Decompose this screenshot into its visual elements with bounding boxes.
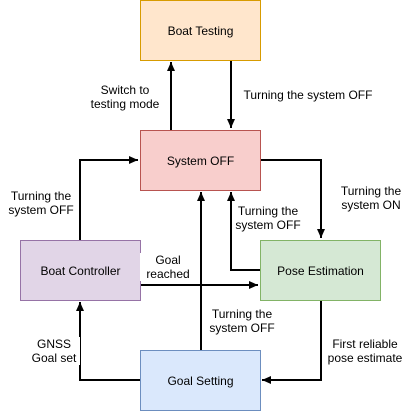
node-system-off-label: System OFF — [166, 153, 235, 168]
label-line: reached — [146, 267, 190, 281]
edge-off-to-pose — [260, 159, 325, 238]
label-line: Turning the system OFF — [243, 88, 373, 102]
label-line: system OFF — [8, 203, 74, 217]
label-line: system OFF — [235, 218, 301, 232]
node-pose-estimation-label: Pose Estimation — [277, 263, 364, 278]
label-line: Turning the — [237, 204, 299, 218]
label-pose-to-goal: First reliable pose estimate — [324, 337, 406, 365]
node-pose-estimation[interactable]: Pose Estimation — [260, 240, 381, 301]
label-line: system ON — [341, 198, 401, 212]
label-line: Turning the — [211, 307, 273, 321]
edge-pose-to-goal — [262, 300, 322, 384]
label-controller-to-pose: Goal reached — [140, 253, 196, 281]
label-line: GNSS — [36, 337, 71, 351]
label-off-to-pose: Turning the system ON — [335, 184, 407, 212]
label-goal-to-controller: GNSS Goal set — [28, 337, 80, 365]
node-goal-setting-label: Goal Setting — [167, 373, 234, 388]
label-testing-to-off: Turning the system OFF — [240, 88, 376, 102]
node-goal-setting[interactable]: Goal Setting — [140, 350, 261, 411]
label-line: Goal — [155, 253, 181, 267]
label-line: testing mode — [90, 97, 160, 111]
label-line: Switch to — [100, 83, 150, 97]
node-boat-controller-label: Boat Controller — [40, 263, 121, 278]
label-line: First reliable — [332, 337, 398, 351]
edge-pose-to-off — [227, 192, 260, 271]
edge-goal-to-controller — [76, 302, 140, 381]
label-line: Turning the — [340, 184, 402, 198]
edge-controller-to-off — [79, 156, 138, 240]
label-line: system OFF — [209, 321, 275, 335]
node-boat-testing[interactable]: Boat Testing — [140, 0, 261, 61]
label-pose-to-off: Turning the system OFF — [232, 204, 304, 232]
label-controller-to-off: Turning the system OFF — [5, 189, 77, 217]
node-boat-controller[interactable]: Boat Controller — [20, 240, 141, 301]
label-goal-to-off: Turning the system OFF — [206, 307, 278, 335]
label-line: Goal set — [31, 351, 77, 365]
label-off-to-testing: Switch to testing mode — [86, 83, 164, 111]
node-boat-testing-label: Boat Testing — [167, 23, 234, 38]
label-line: Turning the — [10, 189, 72, 203]
label-line: pose estimate — [327, 351, 403, 365]
node-system-off[interactable]: System OFF — [140, 130, 261, 191]
